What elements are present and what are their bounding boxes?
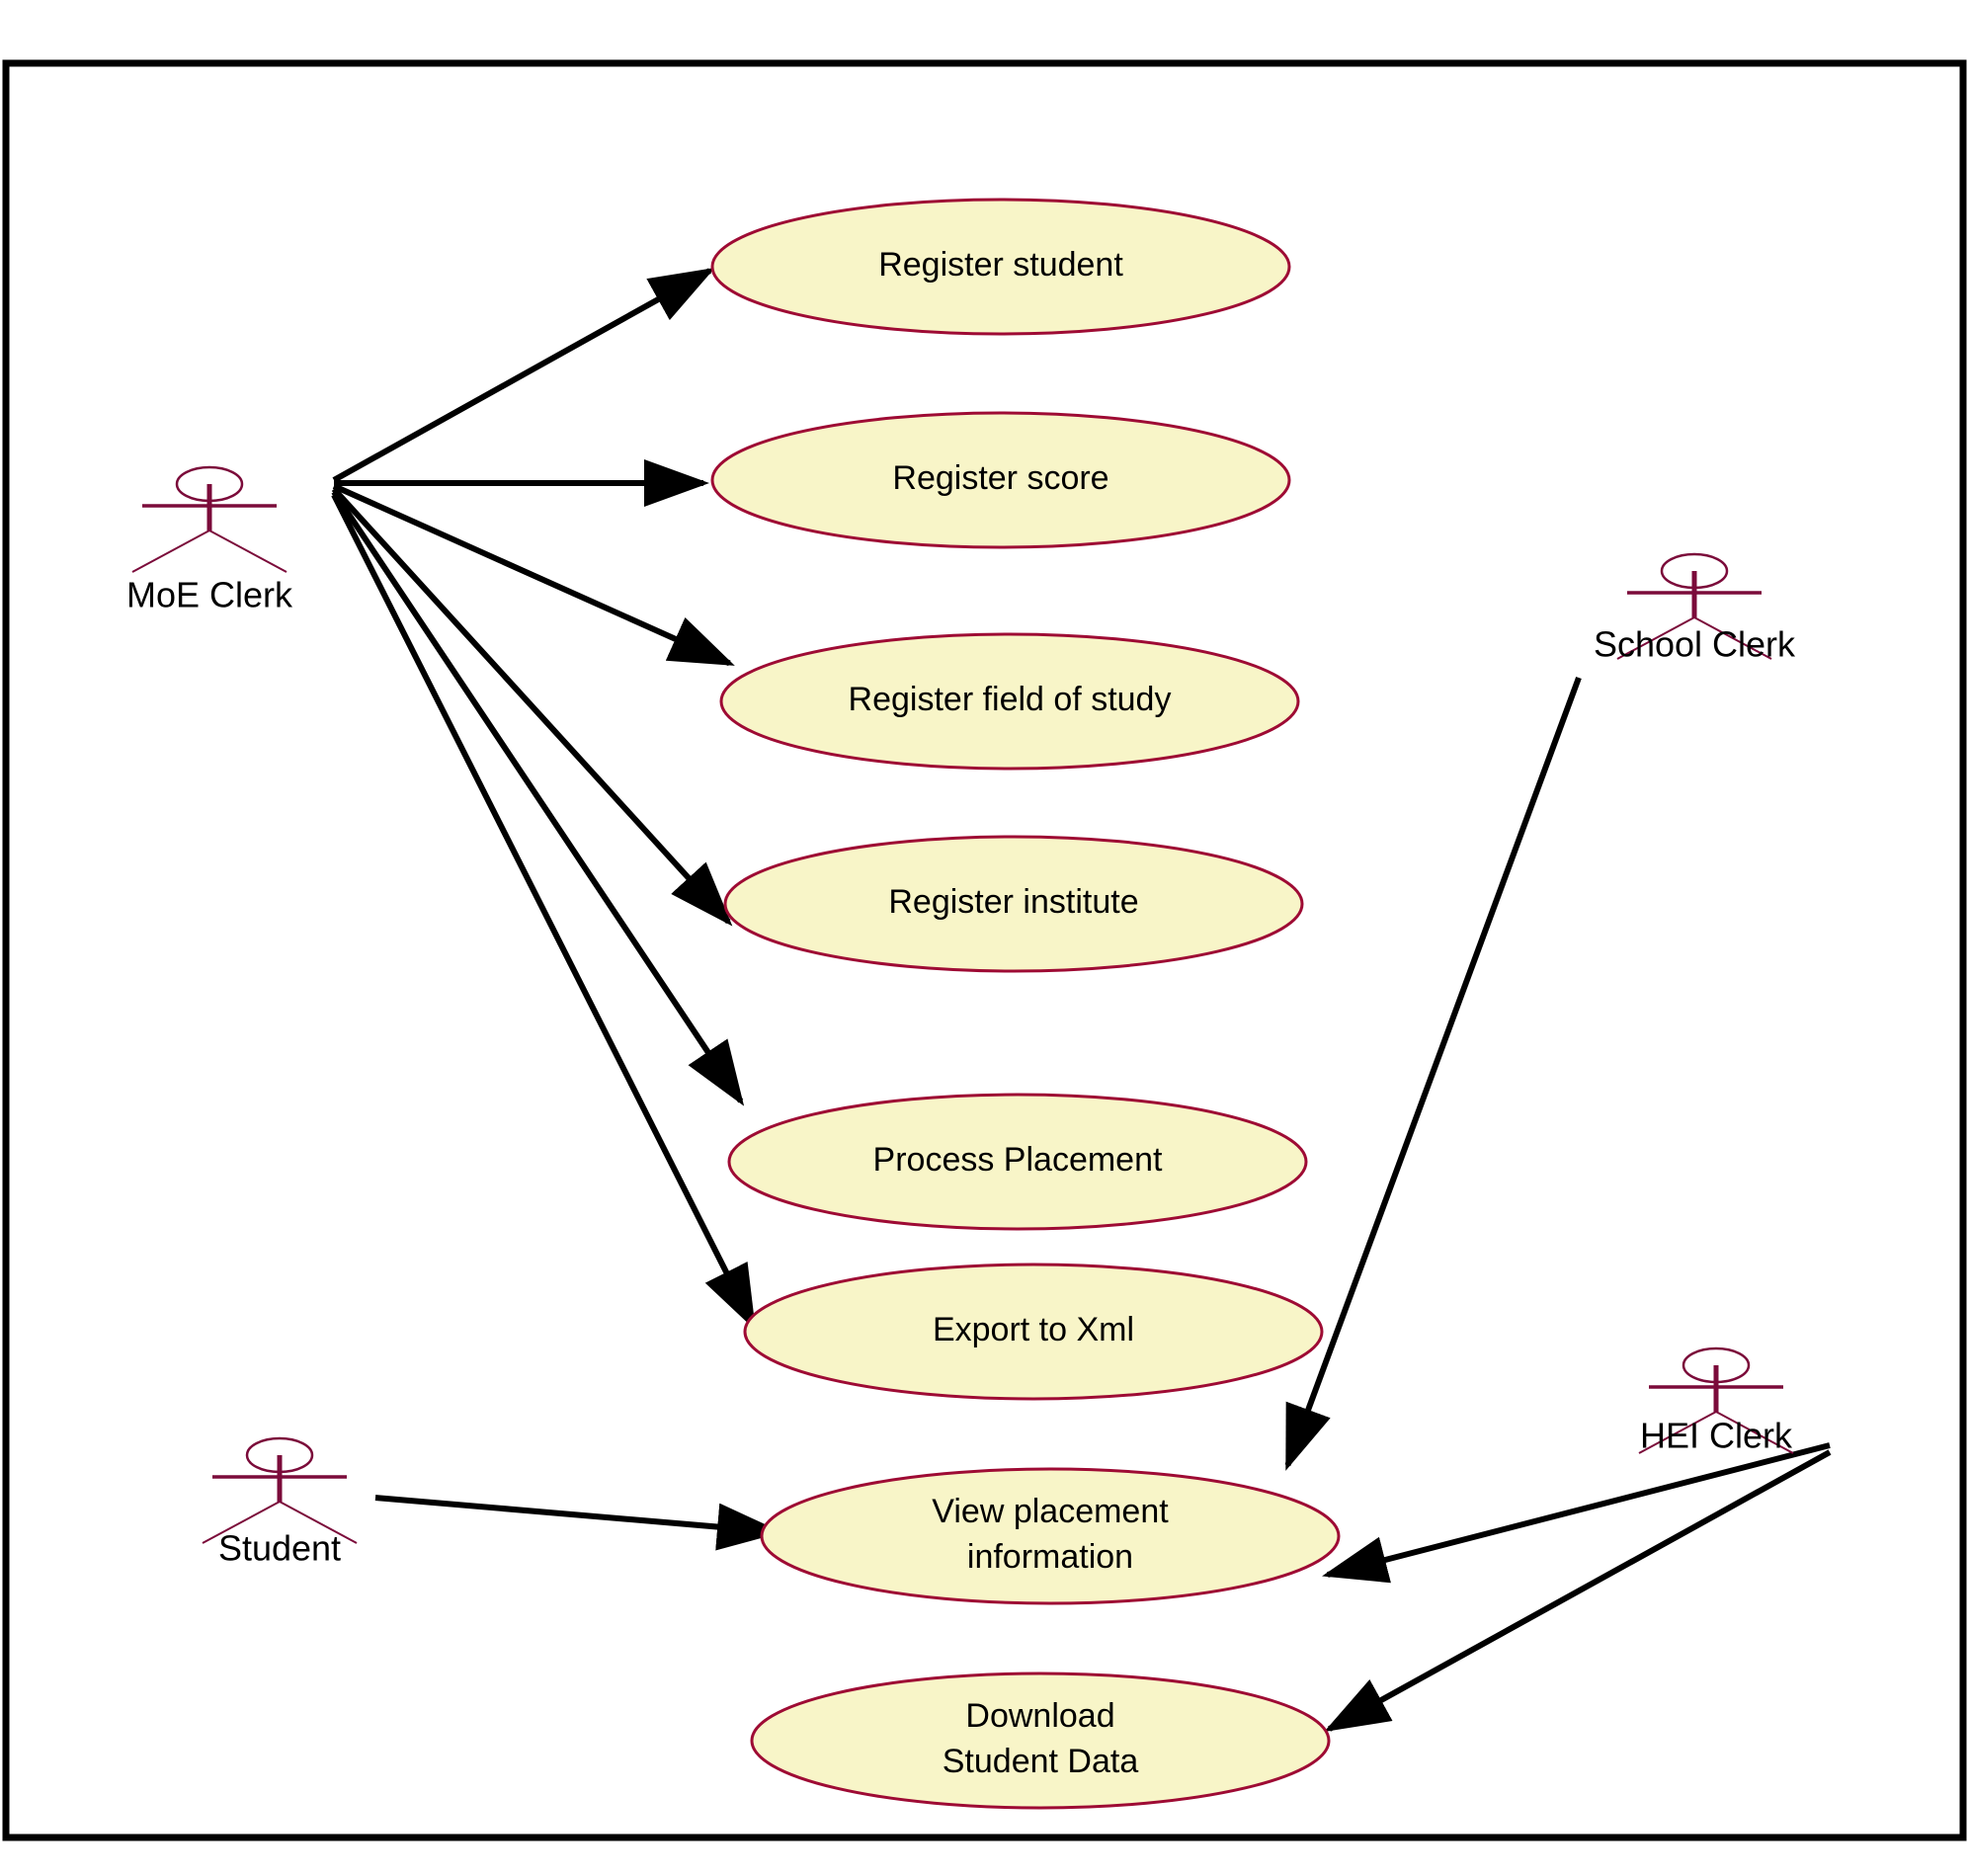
association-line <box>331 486 733 927</box>
association-line <box>331 490 745 1106</box>
use-case-label: Process Placement <box>873 1141 1163 1179</box>
association-moe-to-register-institute[interactable] <box>331 486 733 927</box>
association-moe-to-process-placement[interactable] <box>331 490 745 1106</box>
association-line <box>331 493 756 1331</box>
actor-leg-left <box>202 1501 281 1544</box>
association-line <box>1284 676 1582 1471</box>
use-case-ellipse <box>727 1093 1308 1231</box>
actor-leg-right <box>1693 616 1772 660</box>
use-case-label: Register score <box>892 459 1108 497</box>
use-case-label: Register field of study <box>849 681 1172 718</box>
use-case-label: Export to Xml <box>933 1311 1134 1348</box>
use-case-ellipse <box>710 411 1291 549</box>
actor-label: MoE Clerk <box>126 575 293 615</box>
association-line <box>1324 1449 1832 1732</box>
use-case-label: Register student <box>878 246 1123 284</box>
use-case-register-student[interactable]: Register student <box>710 198 1291 336</box>
use-case-register-field-of-study[interactable]: Register field of study <box>719 632 1300 771</box>
association-line <box>1322 1442 1831 1584</box>
association-school-to-view-placement[interactable] <box>1284 676 1582 1471</box>
association-moe-to-register-student[interactable] <box>332 268 715 483</box>
association-line <box>374 1495 782 1551</box>
use-case-label: Download <box>965 1697 1114 1735</box>
actor-school-clerk[interactable]: School Clerk <box>1594 552 1796 665</box>
use-case-export-to-xml[interactable]: Export to Xml <box>743 1263 1324 1401</box>
actor-label: HEI Clerk <box>1640 1416 1793 1456</box>
actor-moe-clerk[interactable]: MoE Clerk <box>126 465 293 615</box>
use-case-label: Register institute <box>888 883 1138 921</box>
association-hei-to-download-student-data[interactable] <box>1324 1449 1832 1732</box>
actor-student[interactable]: Student <box>202 1436 358 1569</box>
actor-label: Student <box>218 1528 341 1569</box>
use-case-ellipse <box>760 1467 1341 1605</box>
use-case-ellipse <box>723 835 1304 973</box>
use-case-ellipse <box>750 1672 1331 1810</box>
use-case-register-institute[interactable]: Register institute <box>723 835 1304 973</box>
use-case-view-placement-information[interactable]: View placement information <box>760 1467 1341 1605</box>
diagram-frame <box>2 59 1967 1841</box>
use-case-register-score[interactable]: Register score <box>710 411 1291 549</box>
association-moe-to-export-to-xml[interactable] <box>331 493 756 1331</box>
actor-label: School Clerk <box>1594 624 1796 665</box>
use-case-ellipse <box>719 632 1300 771</box>
use-case-label: Student Data <box>943 1743 1139 1780</box>
use-case-ellipse <box>710 198 1291 336</box>
use-case-ellipse <box>743 1263 1324 1401</box>
use-case-label: information <box>967 1538 1133 1576</box>
actor-leg-left <box>1616 616 1695 660</box>
association-line <box>332 268 715 483</box>
associations-layer <box>331 268 1832 1732</box>
association-moe-to-register-field-of-study[interactable] <box>332 483 735 667</box>
association-hei-to-view-placement[interactable] <box>1322 1442 1831 1584</box>
actor-hei-clerk[interactable]: HEI Clerk <box>1638 1346 1794 1456</box>
use-case-label: View placement <box>932 1493 1169 1530</box>
actor-leg-right <box>279 1501 358 1544</box>
actor-leg-right <box>208 530 287 573</box>
association-line <box>332 483 735 667</box>
actor-leg-left <box>131 530 210 573</box>
use-case-process-placement[interactable]: Process Placement <box>727 1093 1308 1231</box>
actor-leg-right <box>1715 1411 1794 1454</box>
actor-leg-left <box>1638 1411 1717 1454</box>
association-student-to-view-placement[interactable] <box>374 1495 782 1551</box>
